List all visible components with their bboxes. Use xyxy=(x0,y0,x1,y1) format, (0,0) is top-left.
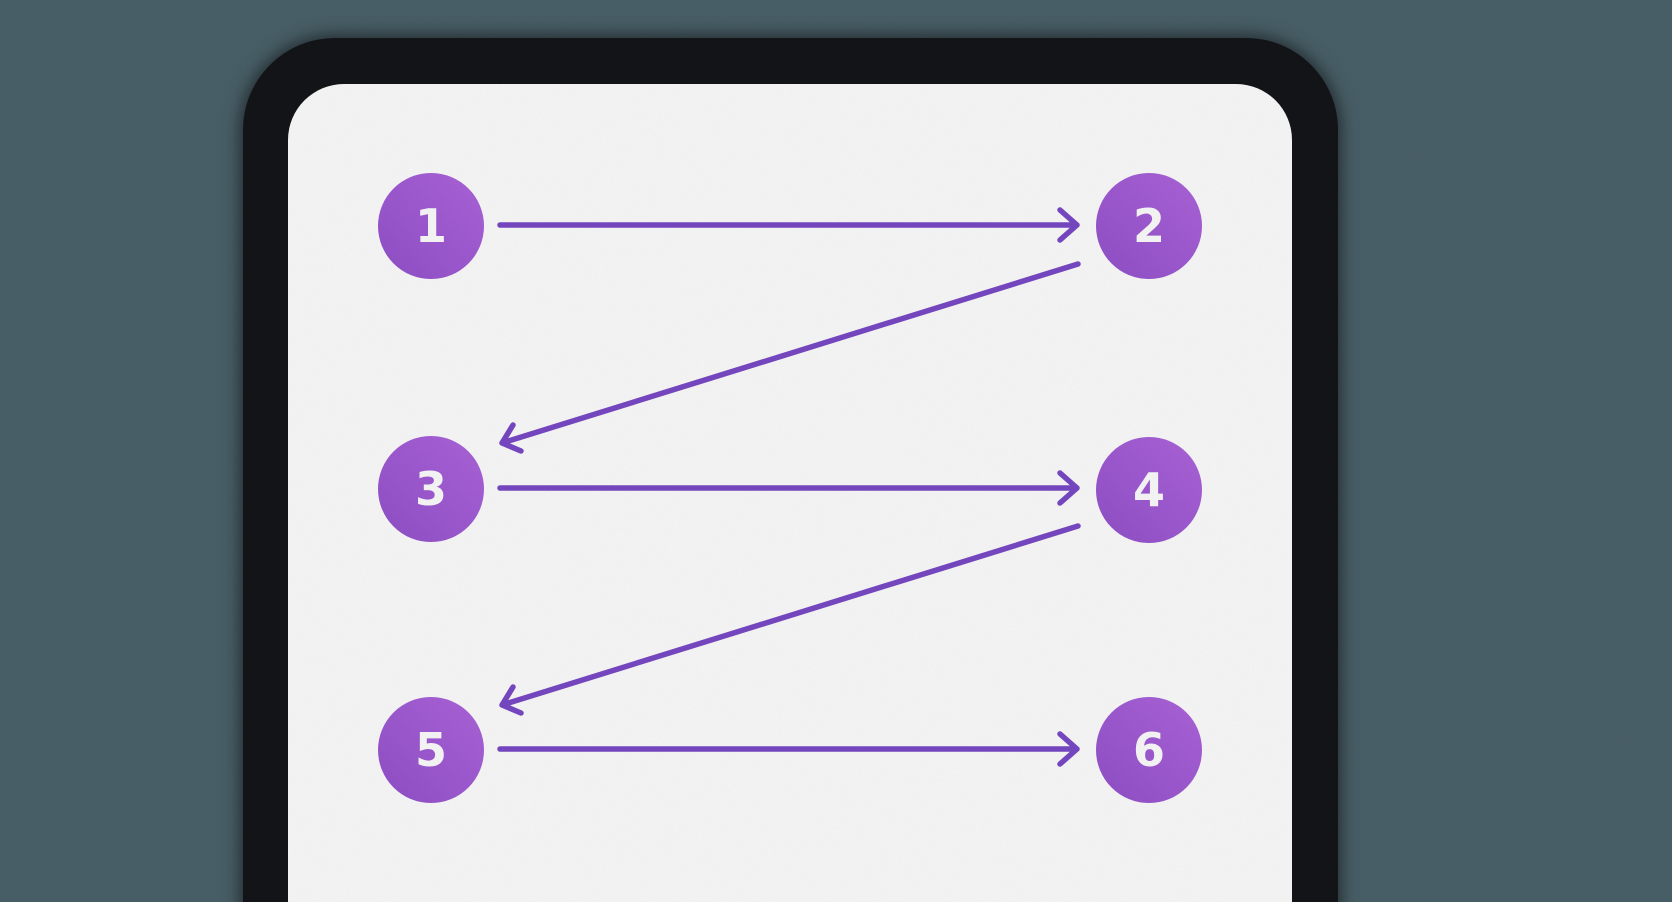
node-3-label: 3 xyxy=(414,462,447,516)
node-1: 1 xyxy=(378,173,484,279)
node-5: 5 xyxy=(378,697,484,803)
node-1-label: 1 xyxy=(414,199,447,253)
node-6-label: 6 xyxy=(1132,723,1165,777)
node-4: 4 xyxy=(1096,437,1202,543)
node-5-label: 5 xyxy=(414,723,447,777)
node-2-label: 2 xyxy=(1132,199,1165,253)
node-2: 2 xyxy=(1096,173,1202,279)
node-3: 3 xyxy=(378,436,484,542)
node-6: 6 xyxy=(1096,697,1202,803)
node-4-label: 4 xyxy=(1132,463,1165,517)
